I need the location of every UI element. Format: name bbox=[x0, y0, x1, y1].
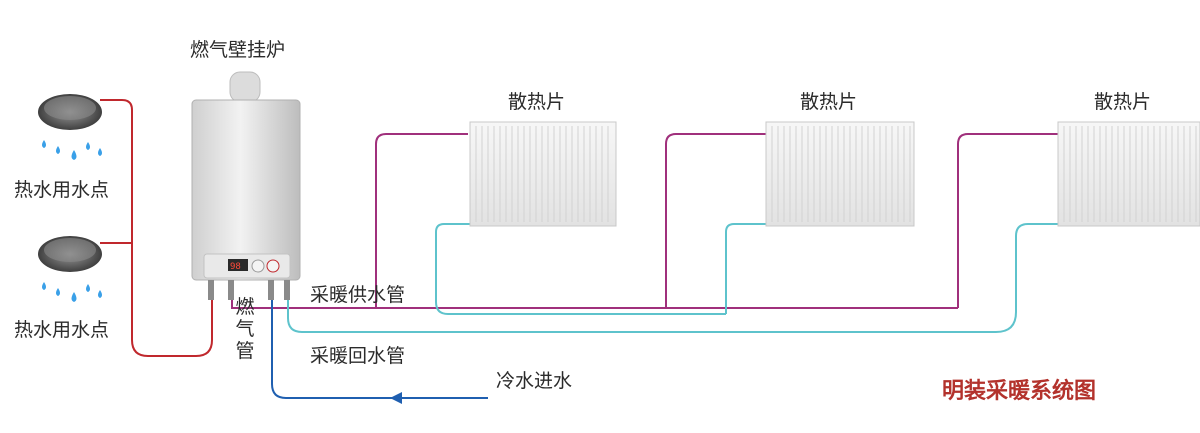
flue-icon bbox=[229, 71, 261, 103]
cold-water-inlet-label: 冷水进水 bbox=[496, 370, 573, 392]
supply-pipe bbox=[231, 133, 1058, 309]
water-drops-icon bbox=[42, 282, 102, 302]
flow-arrow-icon bbox=[390, 392, 402, 404]
hot-water-pipe bbox=[100, 99, 213, 357]
return-pipe-label: 采暖回水管 bbox=[310, 345, 406, 367]
knob-icon bbox=[266, 259, 280, 273]
diagram-title: 明装采暖系统图 bbox=[942, 379, 1097, 404]
return-pipe bbox=[287, 223, 1058, 333]
radiator bbox=[1057, 121, 1200, 227]
hot-water-point-label-2: 热水用水点 bbox=[14, 319, 110, 341]
radiator bbox=[469, 121, 617, 227]
radiator-label-2: 散热片 bbox=[800, 91, 858, 113]
radiator-label-3: 散热片 bbox=[1094, 91, 1152, 113]
supply-pipe-label: 采暖供水管 bbox=[310, 284, 406, 306]
boiler-display bbox=[228, 259, 248, 271]
boiler-display-text: 98 bbox=[230, 262, 241, 272]
water-drops-icon bbox=[42, 140, 102, 160]
radiator-label-1: 散热片 bbox=[508, 91, 566, 113]
shower-head-icon bbox=[38, 236, 102, 272]
cold-water-pipe bbox=[271, 300, 488, 404]
radiator bbox=[765, 121, 915, 227]
gas-pipe-label: 燃气管 bbox=[235, 296, 255, 362]
boiler bbox=[191, 71, 301, 300]
knob-icon bbox=[251, 259, 265, 273]
boiler-label: 燃气壁挂炉 bbox=[190, 39, 286, 61]
shower-head-icon bbox=[38, 94, 102, 130]
hot-water-point-label-1: 热水用水点 bbox=[14, 179, 110, 201]
